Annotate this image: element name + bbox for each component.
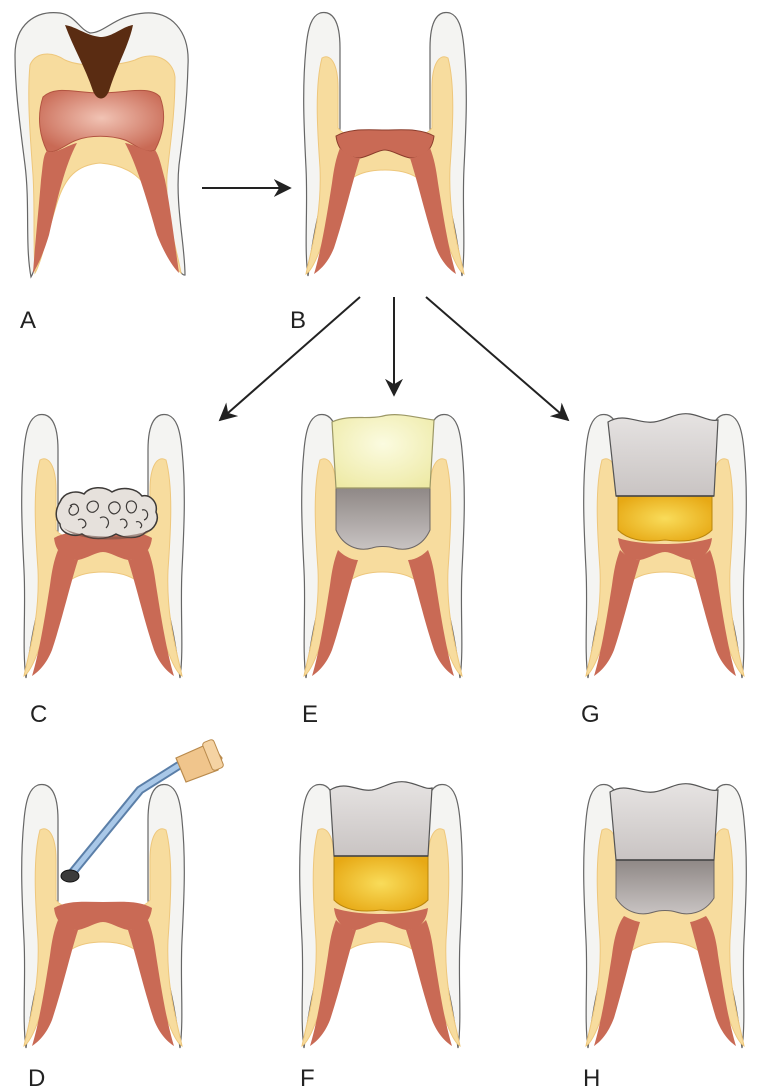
base-material [616,860,714,914]
metal-crown [330,782,432,856]
panel-label-a: A [20,307,36,334]
pulp-dressing [618,496,712,541]
pulp-dressing [334,856,428,911]
panel-label-g: G [581,701,600,728]
temporary-restoration [332,415,434,488]
panel-d-tooth [22,784,185,1048]
panel-label-e: E [302,701,318,728]
panel-g-tooth [584,414,747,678]
panel-e-tooth [302,414,465,678]
cotton-pellet [56,488,157,540]
arrow-b-to-g [426,297,568,420]
panel-label-b: B [290,307,306,334]
panel-label-f: F [300,1065,315,1091]
panel-label-c: C [30,701,47,728]
base-material [336,488,430,549]
panel-f-tooth [300,782,463,1048]
panel-label-d: D [28,1065,45,1091]
panel-c-tooth [22,414,185,678]
syringe-tip [61,870,79,882]
panel-a-tooth [15,13,188,277]
metal-crown [608,414,718,496]
flow-arrows [202,188,568,420]
irrigation-syringe [61,739,224,882]
metal-crown [610,784,718,860]
panel-b-tooth [304,12,467,276]
panel-label-h: H [583,1065,600,1091]
panel-h-tooth [584,784,747,1048]
